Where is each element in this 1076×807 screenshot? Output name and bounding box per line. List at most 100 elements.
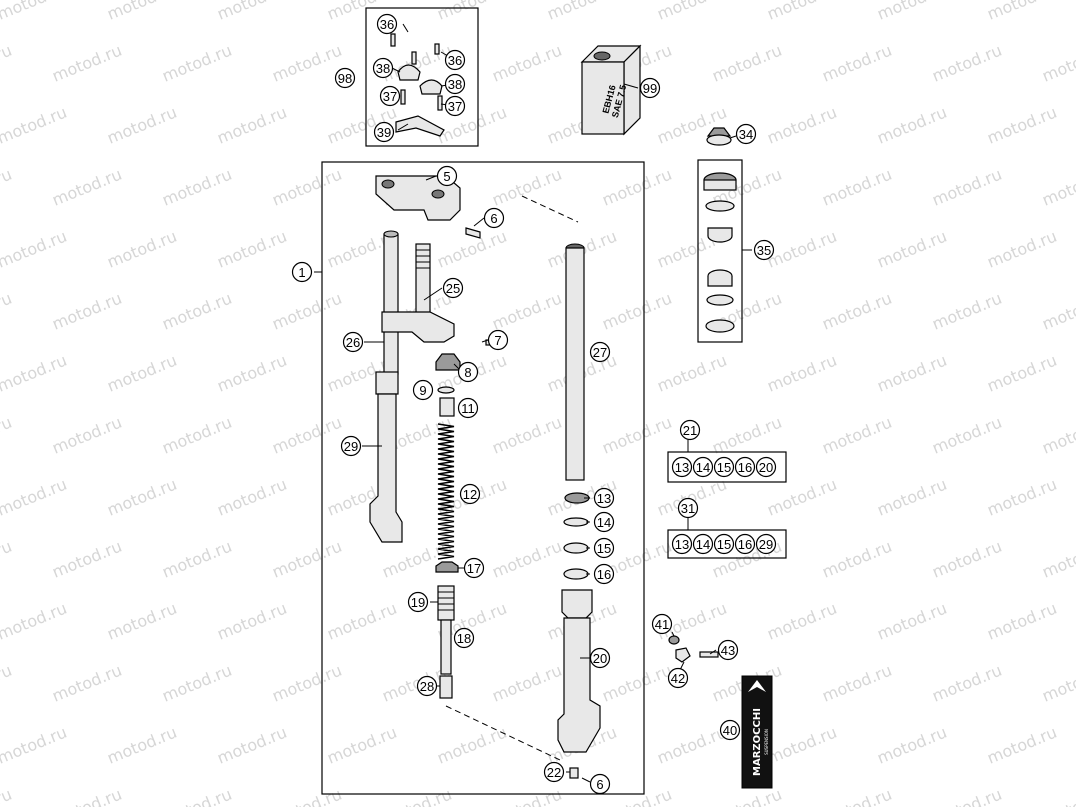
watermark-text: motod.ru [49, 41, 124, 86]
watermark-text: motod.ru [434, 0, 509, 24]
watermark-text: motod.ru [489, 413, 564, 458]
watermark-text: motod.ru [819, 41, 894, 86]
watermark-text: motod.ru [49, 661, 124, 706]
marzocchi-decal: MARZOCCHI SUSPENSION [741, 675, 773, 789]
svg-text:40: 40 [723, 723, 737, 738]
svg-text:18: 18 [457, 631, 471, 646]
watermark-text: motod.ru [1039, 165, 1076, 210]
watermark-text: motod.ru [1039, 785, 1076, 807]
damper-parts [435, 353, 461, 699]
watermark-text: motod.ru [489, 289, 564, 334]
watermark-text: motod.ru [984, 103, 1059, 148]
watermark-text: motod.ru [929, 165, 1004, 210]
watermark-text: motod.ru [49, 785, 124, 807]
watermark-text: motod.ru [489, 165, 564, 210]
fork-oil-can: EBH16 SAE 7.5 [580, 44, 642, 136]
callout-21: 21 [679, 419, 701, 441]
watermark-text: motod.ru [214, 103, 289, 148]
axle-clamp-parts [668, 635, 719, 663]
svg-text:6: 6 [596, 777, 603, 792]
watermark-text: motod.ru [0, 785, 15, 807]
callout-37: 37 [379, 85, 401, 107]
svg-text:38: 38 [376, 61, 390, 76]
watermark-text: motod.ru [49, 537, 124, 582]
callout-15: 15 [593, 537, 615, 559]
svg-text:17: 17 [467, 561, 481, 576]
watermark-text: motod.ru [324, 723, 399, 768]
callout-6: 6 [589, 773, 611, 795]
svg-text:34: 34 [739, 127, 753, 142]
watermark-text: motod.ru [929, 41, 1004, 86]
svg-text:14: 14 [597, 515, 611, 530]
watermark-text: motod.ru [984, 599, 1059, 644]
svg-text:26: 26 [346, 335, 360, 350]
svg-text:15: 15 [717, 537, 731, 552]
watermark-text: motod.ru [214, 599, 289, 644]
svg-text:15: 15 [717, 460, 731, 475]
watermark-text: motod.ru [654, 0, 729, 24]
watermark-text: motod.ru [104, 0, 179, 24]
svg-text:13: 13 [675, 537, 689, 552]
watermark-text: motod.ru [0, 723, 70, 768]
watermark-text: motod.ru [984, 0, 1059, 24]
watermark-text: motod.ru [874, 599, 949, 644]
watermark-text: motod.ru [0, 537, 15, 582]
marzocchi-tagline: SUSPENSION [764, 729, 769, 755]
svg-text:13: 13 [597, 491, 611, 506]
svg-text:98: 98 [338, 71, 352, 86]
callout-layer: 3636373738383998993435561257268911272912… [291, 13, 777, 795]
callout-13: 13 [593, 487, 615, 509]
callout-11: 11 [457, 397, 479, 419]
svg-text:16: 16 [597, 567, 611, 582]
svg-text:29: 29 [759, 537, 773, 552]
watermark-text: motod.ru [709, 413, 784, 458]
callout-41: 41 [651, 613, 673, 635]
callout-36: 36 [444, 49, 466, 71]
callout-20: 20 [589, 647, 611, 669]
watermark-text: motod.ru [159, 785, 234, 807]
svg-text:16: 16 [738, 537, 752, 552]
watermark-text: motod.ru [929, 413, 1004, 458]
callout-28: 28 [416, 675, 438, 697]
steering-bearing-parts [703, 127, 737, 333]
watermark-text: motod.ru [214, 475, 289, 520]
callout-18: 18 [453, 627, 475, 649]
watermark-text: motod.ru [269, 661, 344, 706]
svg-text:99: 99 [643, 81, 657, 96]
watermark-text: motod.ru [159, 661, 234, 706]
watermark-text: motod.ru [269, 165, 344, 210]
kit31-item-29: 29 [755, 533, 777, 555]
watermark-text: motod.ru [1039, 537, 1076, 582]
callout-38: 38 [444, 73, 466, 95]
svg-text:6: 6 [490, 211, 497, 226]
watermark-text: motod.ru [0, 475, 70, 520]
kit31-item-16: 16 [734, 533, 756, 555]
watermark-text: motod.ru [0, 41, 15, 86]
callout-99: 99 [639, 77, 661, 99]
svg-text:31: 31 [681, 501, 695, 516]
svg-text:12: 12 [463, 487, 477, 502]
watermark-text: motod.ru [214, 227, 289, 272]
watermark-text: motod.ru [819, 661, 894, 706]
watermark-text: motod.ru [104, 475, 179, 520]
callout-12: 12 [459, 483, 481, 505]
watermark-text: motod.ru [0, 661, 15, 706]
svg-text:7: 7 [494, 333, 501, 348]
watermark-text: motod.ru [434, 723, 509, 768]
watermark-text: motod.ru [874, 351, 949, 396]
svg-text:36: 36 [448, 53, 462, 68]
watermark-text: motod.ru [0, 165, 15, 210]
watermark-text: motod.ru [764, 599, 839, 644]
callout-34: 34 [735, 123, 757, 145]
watermark-text: motod.ru [269, 785, 344, 807]
callout-31: 31 [677, 497, 699, 519]
bracket-kit-parts [390, 33, 445, 137]
watermark-text: motod.ru [984, 475, 1059, 520]
watermark-text: motod.ru [0, 351, 70, 396]
watermark-text: motod.ru [599, 289, 674, 334]
kit-31-frame [667, 529, 787, 559]
callout-42: 42 [667, 667, 689, 689]
main-frame [321, 161, 645, 795]
watermark-text: motod.ru [709, 41, 784, 86]
watermark-text: motod.ru [654, 723, 729, 768]
